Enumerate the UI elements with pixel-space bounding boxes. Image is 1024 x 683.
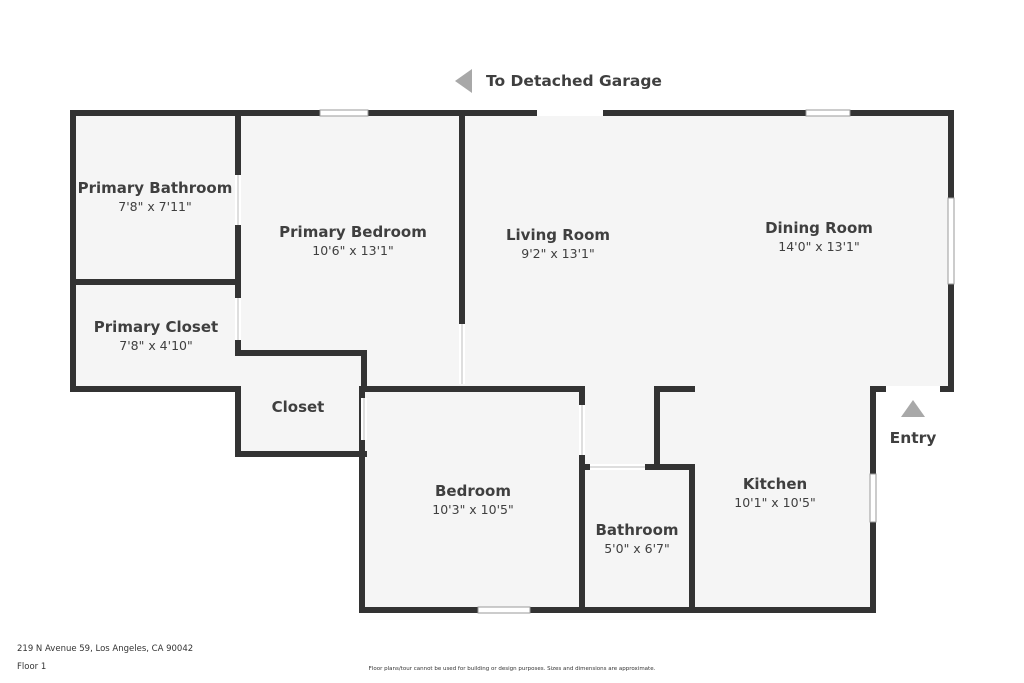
floor-label: Floor 1 bbox=[17, 662, 47, 672]
room-name: Primary Bathroom bbox=[78, 179, 233, 197]
room-bathroom: Bathroom 5'0" x 6'7" bbox=[595, 521, 678, 556]
room-dimensions: 10'6" x 13'1" bbox=[312, 243, 393, 258]
room-dimensions: 5'0" x 6'7" bbox=[604, 541, 670, 556]
room-dimensions: 10'3" x 10'5" bbox=[432, 502, 513, 517]
room-dimensions: 9'2" x 13'1" bbox=[521, 246, 594, 261]
disclaimer-text: Floor plans/tour cannot be used for buil… bbox=[368, 666, 656, 672]
room-name: Primary Closet bbox=[94, 318, 218, 336]
floor-fills bbox=[73, 113, 951, 610]
room-bedroom: Bedroom 10'3" x 10'5" bbox=[432, 482, 513, 517]
room-primary-bathroom: Primary Bathroom 7'8" x 7'11" bbox=[78, 179, 233, 214]
room-name: Bedroom bbox=[435, 482, 511, 500]
room-dimensions: 10'1" x 10'5" bbox=[734, 495, 815, 510]
room-living-room: Living Room 9'2" x 13'1" bbox=[506, 226, 610, 261]
room-dining-room: Dining Room 14'0" x 13'1" bbox=[765, 219, 873, 254]
room-dimensions: 7'8" x 7'11" bbox=[118, 199, 191, 214]
room-name: Primary Bedroom bbox=[279, 223, 427, 241]
room-primary-closet: Primary Closet 7'8" x 4'10" bbox=[94, 318, 218, 353]
entry-label: Entry bbox=[890, 429, 937, 447]
room-dimensions: 7'8" x 4'10" bbox=[119, 338, 192, 353]
room-name: Living Room bbox=[506, 226, 610, 244]
room-kitchen: Kitchen 10'1" x 10'5" bbox=[734, 475, 815, 510]
room-name: Kitchen bbox=[743, 475, 807, 493]
up-triangle-arrow-icon bbox=[901, 400, 925, 417]
room-dimensions: 14'0" x 13'1" bbox=[778, 239, 859, 254]
room-closet: Closet bbox=[272, 398, 325, 416]
room-name: Bathroom bbox=[595, 521, 678, 539]
left-triangle-arrow-icon bbox=[455, 69, 472, 93]
room-primary-bedroom: Primary Bedroom 10'6" x 13'1" bbox=[279, 223, 427, 258]
door-leaves bbox=[237, 175, 645, 468]
room-name: Closet bbox=[272, 398, 325, 416]
garage-label: To Detached Garage bbox=[486, 72, 662, 90]
address-text: 219 N Avenue 59, Los Angeles, CA 90042 bbox=[17, 644, 194, 654]
room-name: Dining Room bbox=[765, 219, 873, 237]
